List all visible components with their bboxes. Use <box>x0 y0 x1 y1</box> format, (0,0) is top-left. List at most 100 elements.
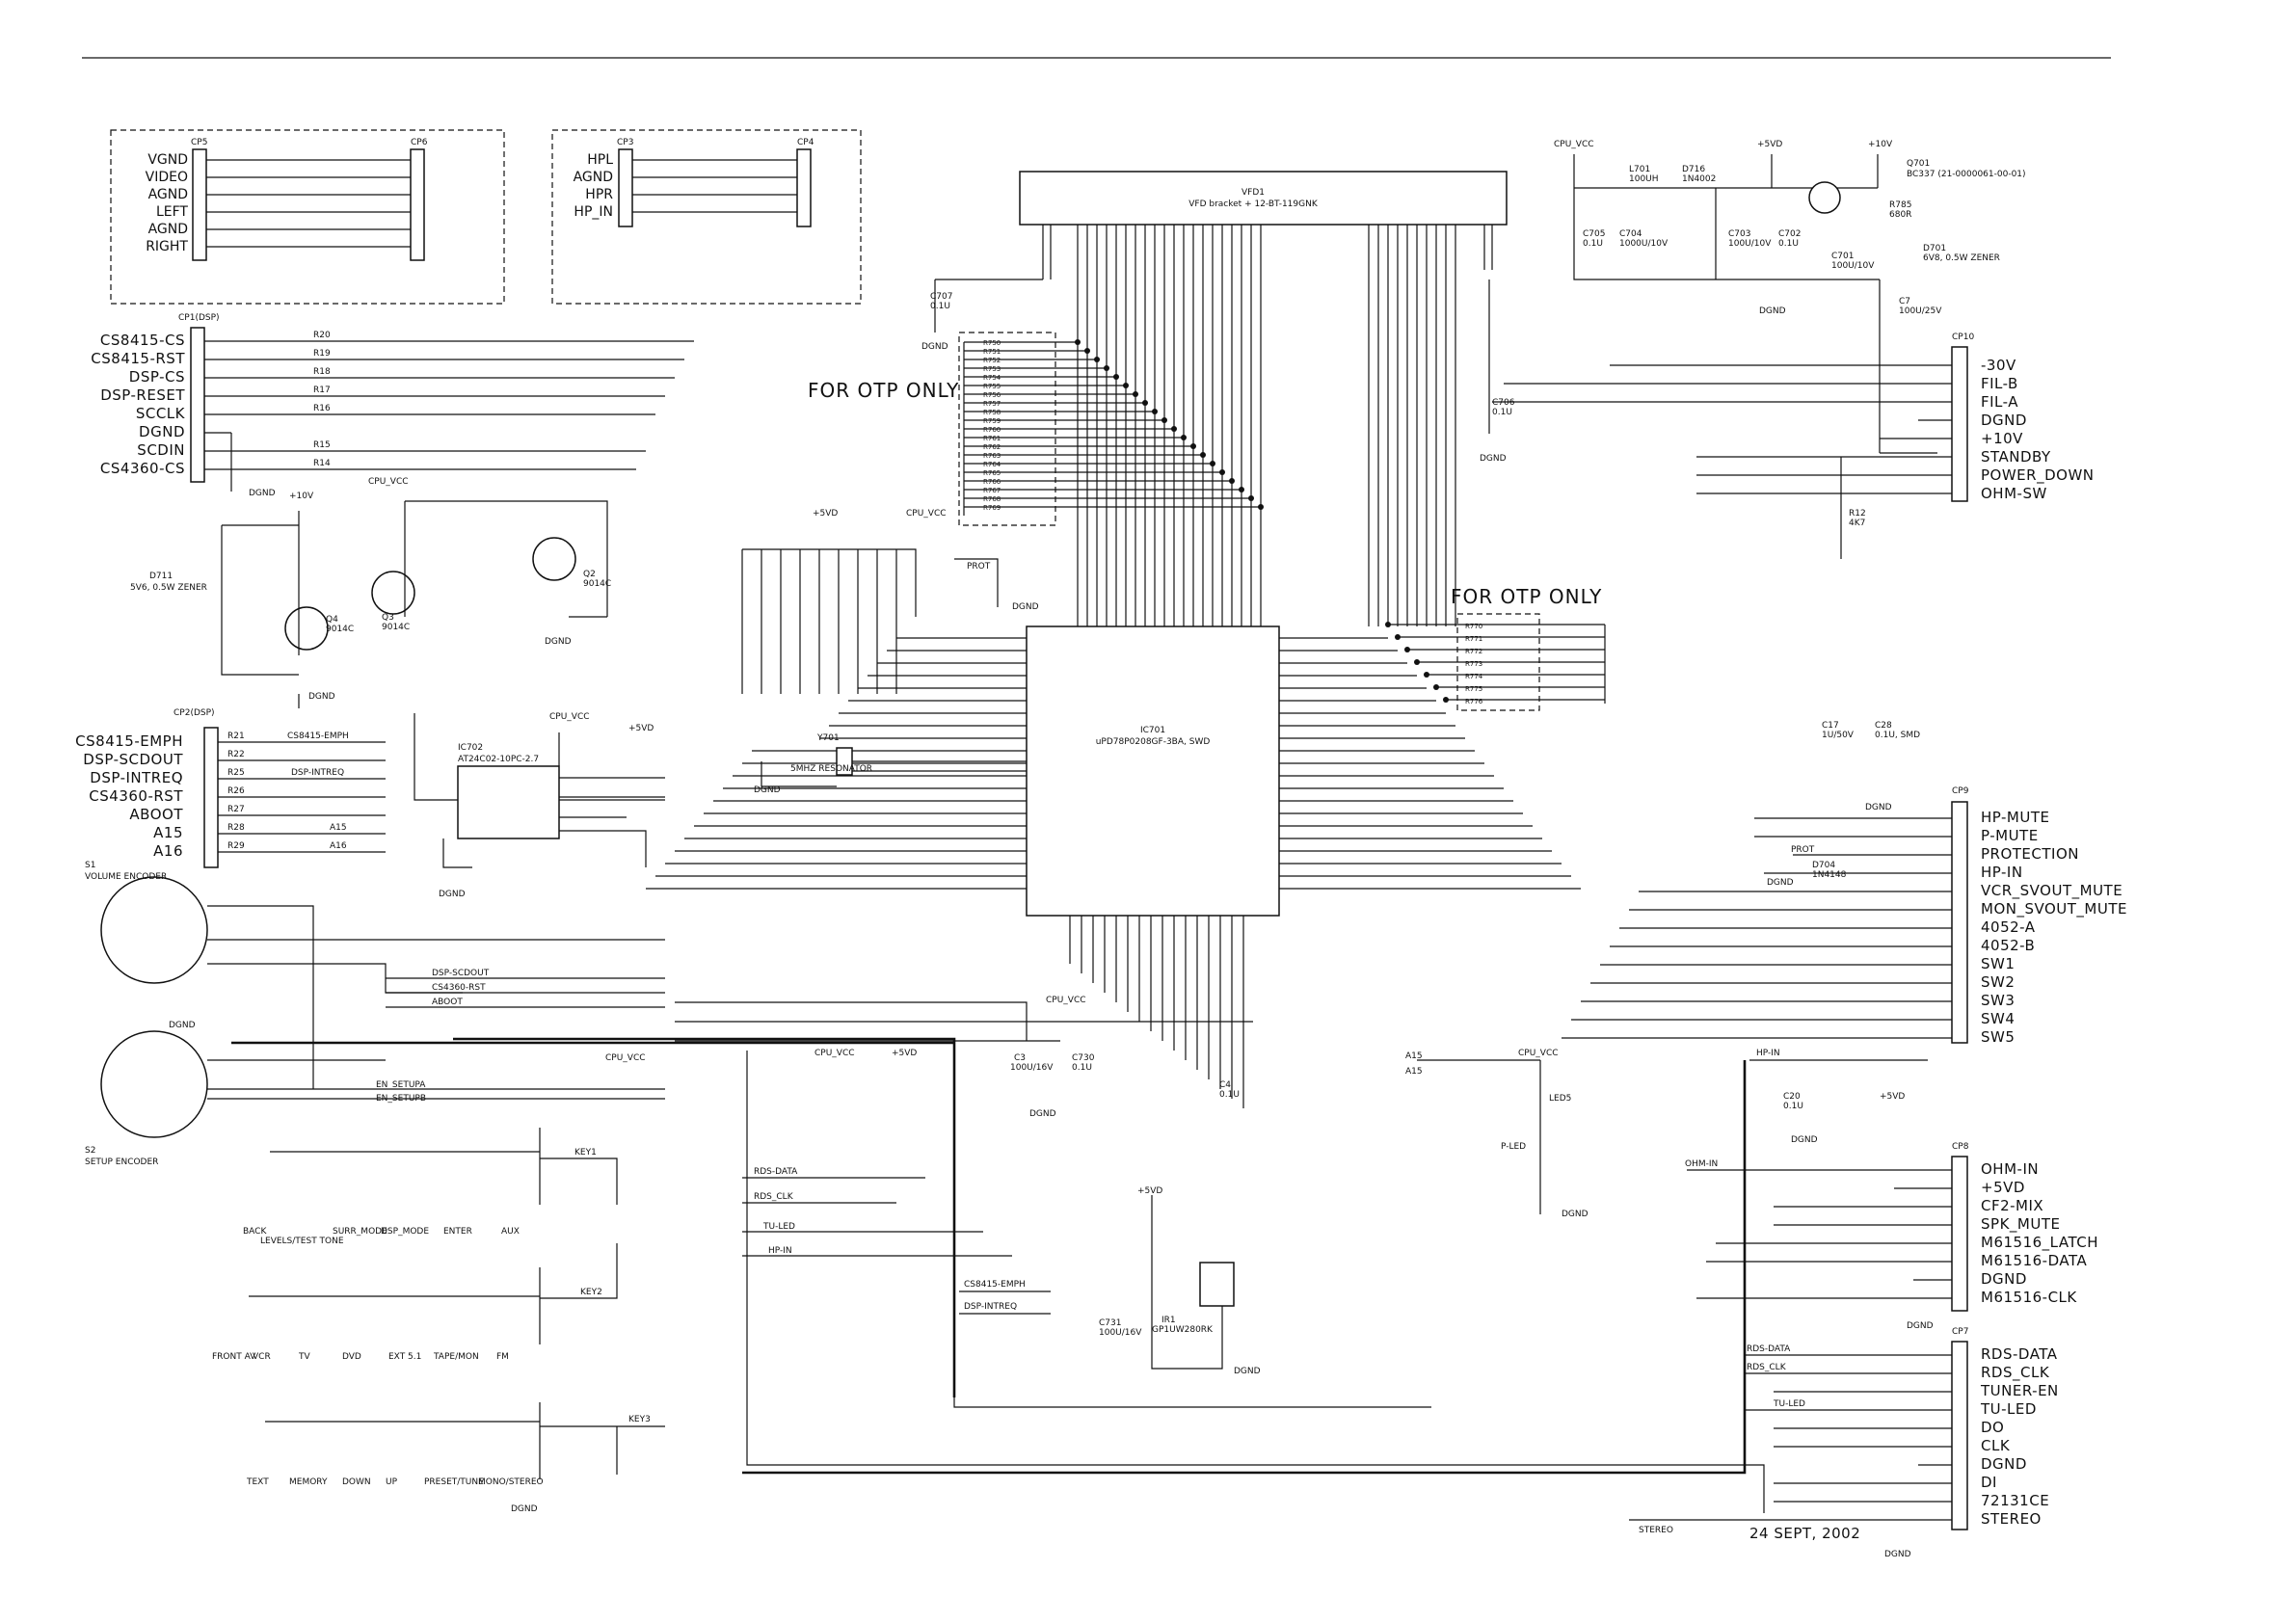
svg-text:9014C: 9014C <box>583 579 611 589</box>
cp7-pin-label: DGND <box>1981 1455 2027 1473</box>
cp7-pin-label: TUNER-EN <box>1980 1382 2059 1399</box>
svg-text:DVD: DVD <box>342 1352 361 1362</box>
svg-text:R20: R20 <box>313 331 331 340</box>
svg-text:100U/25V: 100U/25V <box>1899 306 1942 316</box>
svg-text:DGND: DGND <box>1907 1321 1934 1331</box>
svg-text:R751: R751 <box>983 348 1001 356</box>
svg-text:TEXT: TEXT <box>246 1477 269 1487</box>
svg-text:R18: R18 <box>313 367 331 377</box>
svg-text:CPU_VCC: CPU_VCC <box>1518 1049 1559 1058</box>
bottom-center: CPU_VCC C3 100U/16V C730 0.1U C4 0.1U DG… <box>453 996 1765 1513</box>
svg-text:C7: C7 <box>1899 297 1910 306</box>
cp5-cp6-group <box>110 129 505 305</box>
svg-text:L701: L701 <box>1629 165 1650 174</box>
q2-transistor <box>532 537 576 581</box>
svg-text:TAPE/MON: TAPE/MON <box>433 1352 479 1362</box>
cp8-pin-label: M61516_LATCH <box>1981 1234 2098 1252</box>
svg-text:R755: R755 <box>983 383 1001 390</box>
svg-text:C4: C4 <box>1219 1080 1231 1090</box>
svg-text:R750: R750 <box>983 339 1001 347</box>
svg-text:R776: R776 <box>1465 698 1483 705</box>
svg-text:0.1U: 0.1U <box>1492 408 1512 417</box>
svg-text:STEREO: STEREO <box>1639 1526 1673 1535</box>
cp8-pin-label: SPK_MUTE <box>1981 1215 2060 1234</box>
cp1-connector: CP1(DSP) <box>178 313 220 483</box>
svg-text:C17: C17 <box>1822 721 1839 731</box>
svg-text:100U/16V: 100U/16V <box>1099 1328 1142 1338</box>
cp1-pin-rows: CS8415-CS CS8415-RST DSP-CS DSP-RESET SC… <box>91 331 694 498</box>
svg-text:AUX: AUX <box>501 1227 520 1237</box>
svg-text:0.1U: 0.1U <box>930 302 950 311</box>
svg-text:PROT: PROT <box>1791 845 1815 855</box>
cp5-pin-label: RIGHT <box>146 239 188 254</box>
cp10-pin-label: FIL-A <box>1981 393 2018 411</box>
cp9-pin-label: 4052-B <box>1981 937 2035 954</box>
svg-text:FM: FM <box>496 1352 509 1362</box>
led5-indicator: CPU_VCC LED5 P-LED DGND A15 A15 HP-IN <box>1405 1049 1928 1219</box>
cp2-pin-label: DSP-SCDOUT <box>83 751 183 768</box>
cp1-pin-label: SCDIN <box>137 441 185 459</box>
svg-text:CP1(DSP): CP1(DSP) <box>178 313 220 323</box>
svg-text:BC337 (21-0000061-00-01): BC337 (21-0000061-00-01) <box>1907 170 2026 179</box>
power-section: CPU_VCC +5VD +10V L701 100UH D716 1N4002… <box>1554 140 2026 454</box>
svg-text:R762: R762 <box>983 443 1001 451</box>
cp7-pin-rows: RDS-DATA RDS_CLK TUNER-EN TU-LED DO CLK … <box>1629 1344 2059 1559</box>
cp1-pin-label: SCCLK <box>136 405 186 422</box>
cp9-pin-label: 4052-A <box>1981 918 2036 936</box>
svg-text:+5VD: +5VD <box>1880 1092 1905 1102</box>
cp8-connector: CP8 <box>1951 1142 1969 1312</box>
svg-text:DSP-SCDOUT: DSP-SCDOUT <box>432 969 490 978</box>
svg-text:DGND: DGND <box>439 890 466 899</box>
cp7-pin-label: TU-LED <box>1980 1400 2037 1418</box>
svg-text:C730: C730 <box>1072 1053 1095 1063</box>
svg-text:MEMORY: MEMORY <box>289 1477 328 1487</box>
svg-text:R773: R773 <box>1465 660 1482 668</box>
svg-text:CPU_VCC: CPU_VCC <box>1046 996 1086 1005</box>
cp9-pin-label: P-MUTE <box>1981 827 2039 844</box>
svg-text:IR1: IR1 <box>1161 1316 1176 1325</box>
svg-text:R19: R19 <box>313 349 331 359</box>
svg-text:R756: R756 <box>983 391 1001 399</box>
svg-text:R771: R771 <box>1465 635 1482 643</box>
cp9-pin-label: SW3 <box>1981 992 2015 1009</box>
svg-text:9014C: 9014C <box>382 623 410 632</box>
reset-circuit: +10V CPU_VCC Q2 9014C Q3 9014C Q4 9014C … <box>130 477 665 801</box>
svg-text:R764: R764 <box>983 461 1001 468</box>
svg-text:0.1U: 0.1U <box>1778 239 1799 249</box>
ir1-receiver: IR1 GP1UW280RK +5VD C731 100U/16V DGND <box>1099 1186 1261 1376</box>
svg-text:R759: R759 <box>983 417 1001 425</box>
svg-text:DGND: DGND <box>1012 602 1039 612</box>
svg-text:R775: R775 <box>1465 685 1482 693</box>
svg-text:R17: R17 <box>313 386 331 395</box>
cp4-connector: CP4 <box>796 138 814 227</box>
cp9-pin-label: MON_SVOUT_MUTE <box>1981 900 2127 918</box>
s2-setup-encoder: S2 SETUP ENCODER EN_SETUPA EN_SETUPB DGN… <box>85 1021 665 1167</box>
svg-text:5V6, 0.5W ZENER: 5V6, 0.5W ZENER <box>130 583 207 593</box>
svg-text:R768: R768 <box>983 495 1001 503</box>
svg-text:RDS-DATA: RDS-DATA <box>1747 1344 1791 1354</box>
svg-text:R26: R26 <box>227 786 245 796</box>
cp2-pin-rows: CS8415-EMPH DSP-SCDOUT DSP-INTREQ CS4360… <box>75 732 386 860</box>
svg-text:R754: R754 <box>983 374 1001 382</box>
otp-right-label: FOR OTP ONLY <box>1451 585 1602 608</box>
cp7-pin-label: STEREO <box>1981 1510 2042 1528</box>
cp9-pin-label: SW1 <box>1981 955 2015 972</box>
svg-text:S1: S1 <box>85 861 95 870</box>
cp2-connector: CP2(DSP) <box>174 708 219 868</box>
svg-text:MONO/STEREO: MONO/STEREO <box>478 1477 544 1487</box>
svg-text:DGND: DGND <box>1865 803 1892 812</box>
keys-row3: TEXT MEMORY DOWN UP PRESET/TUNE MONO/STE… <box>246 1053 665 1514</box>
svg-text:A15: A15 <box>1405 1067 1423 1077</box>
ic701-microcontroller: IC701 uPD78P0208GF-3BA, SWD <box>1026 625 1280 917</box>
svg-text:ENTER: ENTER <box>443 1227 472 1237</box>
q4-transistor <box>284 606 329 651</box>
cp3-pin-label: HP_IN <box>574 204 613 220</box>
svg-text:BACK: BACK <box>243 1227 267 1237</box>
cp3-pin-label: AGND <box>574 170 613 185</box>
svg-text:Y701: Y701 <box>816 733 840 743</box>
svg-text:VCR: VCR <box>253 1352 271 1362</box>
cp5-pin-label: VIDEO <box>146 170 188 185</box>
svg-text:DGND: DGND <box>249 489 276 498</box>
svg-text:CS8415-EMPH: CS8415-EMPH <box>964 1280 1026 1290</box>
cp8-pin-label: M61516-CLK <box>1981 1289 2077 1306</box>
